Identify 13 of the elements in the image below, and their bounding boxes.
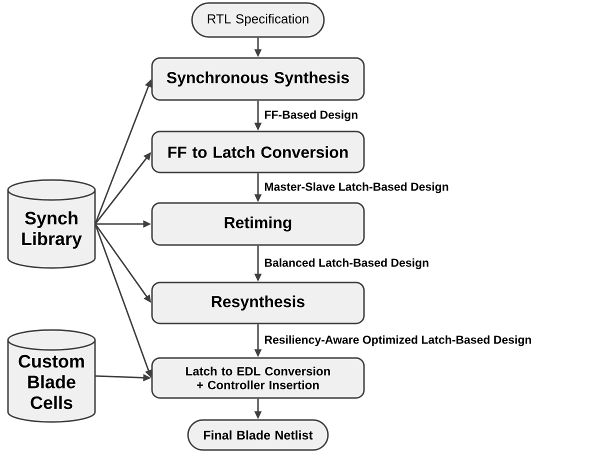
edge-label: Master-Slave Latch-Based Design <box>264 182 448 194</box>
library-cylinder: Custom Blade Cells <box>7 329 96 423</box>
process-box: FF to Latch Conversion <box>151 130 365 174</box>
library-cylinder: Synch Library <box>7 179 96 269</box>
process-box: Latch to EDL Conversion + Controller Insertion <box>151 357 365 399</box>
end-terminal: Final Blade Netlist <box>187 419 329 451</box>
edge-label: FF-Based Design <box>264 110 358 122</box>
edge-label: Balanced Latch-Based Design <box>264 258 428 270</box>
process-box: Retiming <box>151 202 365 246</box>
edge-label: Resiliency-Aware Optimized Latch-Based Design <box>264 335 532 346</box>
process-box: Synchronous Synthesis <box>151 57 365 101</box>
start-terminal: RTL Specification <box>191 2 325 38</box>
process-box: Resynthesis <box>151 282 365 324</box>
